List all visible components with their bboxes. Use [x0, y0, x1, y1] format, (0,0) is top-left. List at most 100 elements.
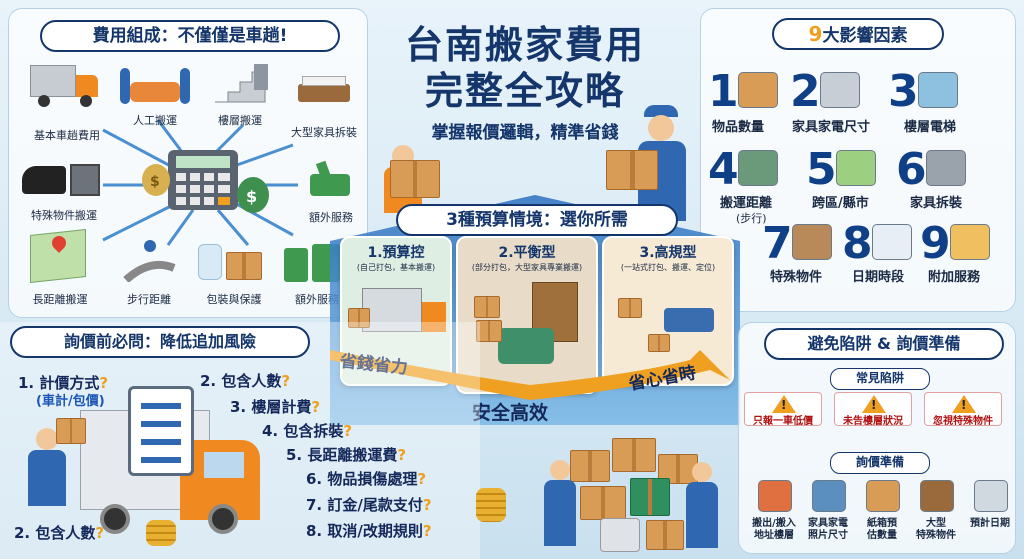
factor-number-2: 2 — [790, 66, 821, 117]
ask-item-3: 2. 包含人數? — [200, 370, 290, 391]
question-mark-icon: ? — [95, 524, 105, 542]
walking-icon — [738, 150, 778, 186]
calendar-icon — [974, 480, 1008, 512]
page-title-line2: 完整全攻略 — [424, 69, 625, 113]
location-pin-icon — [758, 480, 792, 512]
factor-label-9: 附加服務 — [928, 270, 981, 285]
cost-item-floor: 樓層搬運 — [218, 114, 262, 127]
factor-number-3: 3 — [888, 66, 919, 117]
budget-header: 3種預算情境：選你所需 — [396, 204, 678, 236]
prep-item-2: 家具家電照片尺寸 — [796, 518, 860, 541]
prep-item-1: 搬出/搬入地址樓層 — [742, 518, 806, 541]
prep-item-line2: 估數量 — [867, 529, 897, 541]
warning-icon — [952, 395, 976, 413]
cost-diagram: $ $ — [102, 119, 298, 246]
budget-card-premium-title: 3.高規型 — [639, 245, 697, 261]
question-mark-icon: ? — [422, 496, 432, 514]
wardrobe-icon — [920, 480, 954, 512]
trap-special-label: 忽視特殊物件 — [933, 416, 993, 427]
question-mark-icon: ? — [343, 422, 353, 440]
factor-number-9: 9 — [920, 218, 951, 269]
elevator-icon — [918, 72, 958, 108]
ask-item-text: 5. 長距離搬運費 — [286, 446, 398, 464]
page-subtitle: 掌握報價邏輯，精準省錢 — [431, 123, 619, 143]
svg-text:$: $ — [150, 174, 160, 190]
recycle-bin-icon — [284, 238, 344, 284]
page-title-line1: 台南搬家費用 — [404, 23, 645, 67]
factor-label-1: 物品數量 — [712, 120, 765, 135]
special-item-icon — [792, 224, 832, 260]
coin-stack-left — [146, 520, 176, 546]
factor-number-7: 7 — [762, 218, 793, 269]
question-mark-icon: ? — [311, 398, 321, 416]
calendar-icon — [872, 224, 912, 260]
ask-item-text: 7. 訂金/尾款支付 — [306, 496, 423, 514]
bed-assembly-icon — [290, 68, 354, 112]
packing-icon — [198, 238, 268, 282]
cost-item-long-distance: 長距離搬運 — [32, 293, 88, 306]
ask-item-2: (車計/包價) — [36, 390, 105, 409]
clipboard-icon — [128, 386, 194, 476]
map-pin-icon — [836, 150, 876, 186]
factor-sublabel-4: (步行) — [736, 212, 767, 225]
cost-item-extra-1: 額外服務 — [309, 211, 353, 224]
map-icon — [30, 229, 86, 283]
budget-card-balanced-sub: (部分打包，大型家具專業搬運) — [471, 263, 583, 272]
question-mark-icon: ? — [99, 374, 109, 392]
factor-label-3: 樓層電梯 — [904, 120, 957, 135]
factor-label-8: 日期時段 — [852, 270, 905, 285]
trap-floor-label: 未告樓層狀況 — [843, 416, 903, 427]
trap-low-price: 只報一車低價 — [744, 392, 822, 427]
ask-item-text: 4. 包含拆裝 — [262, 422, 344, 440]
warning-icon — [772, 395, 796, 413]
prep-item-line1: 家具家電 — [808, 518, 848, 529]
cost-header: 費用組成：不僅僅是車趟! — [40, 20, 340, 52]
ask-item-text: 1. 計價方式 — [18, 374, 100, 392]
ask-item-text: 2. 包含人數 — [200, 372, 282, 390]
prep-item-line2: 地址樓層 — [754, 529, 794, 541]
ribbon-label-safe: 安全高效 — [472, 402, 549, 424]
question-mark-icon: ? — [281, 372, 291, 390]
factor-label-5: 跨區/縣市 — [812, 196, 869, 211]
cost-item-base-trip: 基本車趟費用 — [34, 129, 100, 142]
factor-label-7: 特殊物件 — [770, 270, 823, 285]
cost-item-packing: 包裝與保護 — [206, 293, 262, 306]
cost-item-labor: 人工搬運 — [133, 114, 177, 127]
prep-item-line2: 特殊物件 — [916, 529, 956, 541]
box-right — [606, 150, 658, 190]
cost-item-special: 特殊物件搬運 — [31, 209, 97, 222]
box-left — [390, 160, 440, 198]
factor-number-6: 6 — [896, 144, 927, 195]
question-mark-icon: ? — [397, 446, 407, 464]
budget-card-premium-sub: (一站式打包、搬運、定位) — [620, 263, 716, 272]
boxes-illustration — [540, 420, 730, 555]
factor-label-4: 搬運距離 — [720, 196, 773, 211]
traps-header: 常見陷阱 — [830, 368, 930, 390]
factor-label-6: 家具拆裝 — [910, 196, 963, 211]
prep-item-line1: 大型 — [926, 518, 946, 529]
fridge-icon — [820, 72, 860, 108]
piano-safe-icon — [22, 160, 102, 204]
ask-item-8: 7. 訂金/尾款支付? — [306, 494, 432, 515]
extra-service-icon — [300, 160, 360, 200]
wrench-icon — [926, 150, 966, 186]
truck-illustration — [80, 400, 270, 550]
prep-item-line1: 搬出/搬入 — [752, 518, 796, 529]
budget-card-economy-sub: (自己打包，基本搬運) — [356, 263, 436, 272]
prep-item-line2: 照片尺寸 — [808, 529, 848, 541]
warning-icon — [862, 395, 886, 413]
budget-card-balanced: 2.平衡型 (部分打包，大型家具專業搬運) — [456, 236, 598, 394]
trap-special: 忽視特殊物件 — [924, 392, 1002, 427]
prep-item-5: 預計日期 — [958, 518, 1022, 530]
ask-item-10: 2. 包含人數? — [14, 522, 104, 543]
ask-item-text: (車計/包價) — [36, 394, 105, 409]
stairs-icon — [210, 62, 270, 106]
trap-floor: 未告樓層狀況 — [834, 392, 912, 427]
question-mark-icon: ? — [422, 522, 432, 540]
mover-bottom-right — [682, 462, 722, 552]
svg-text:$: $ — [246, 187, 257, 206]
ask-item-text: 2. 包含人數 — [14, 524, 96, 542]
coin-stack-right — [476, 488, 506, 522]
prep-item-4: 大型特殊物件 — [904, 518, 968, 541]
photo-icon — [812, 480, 846, 512]
